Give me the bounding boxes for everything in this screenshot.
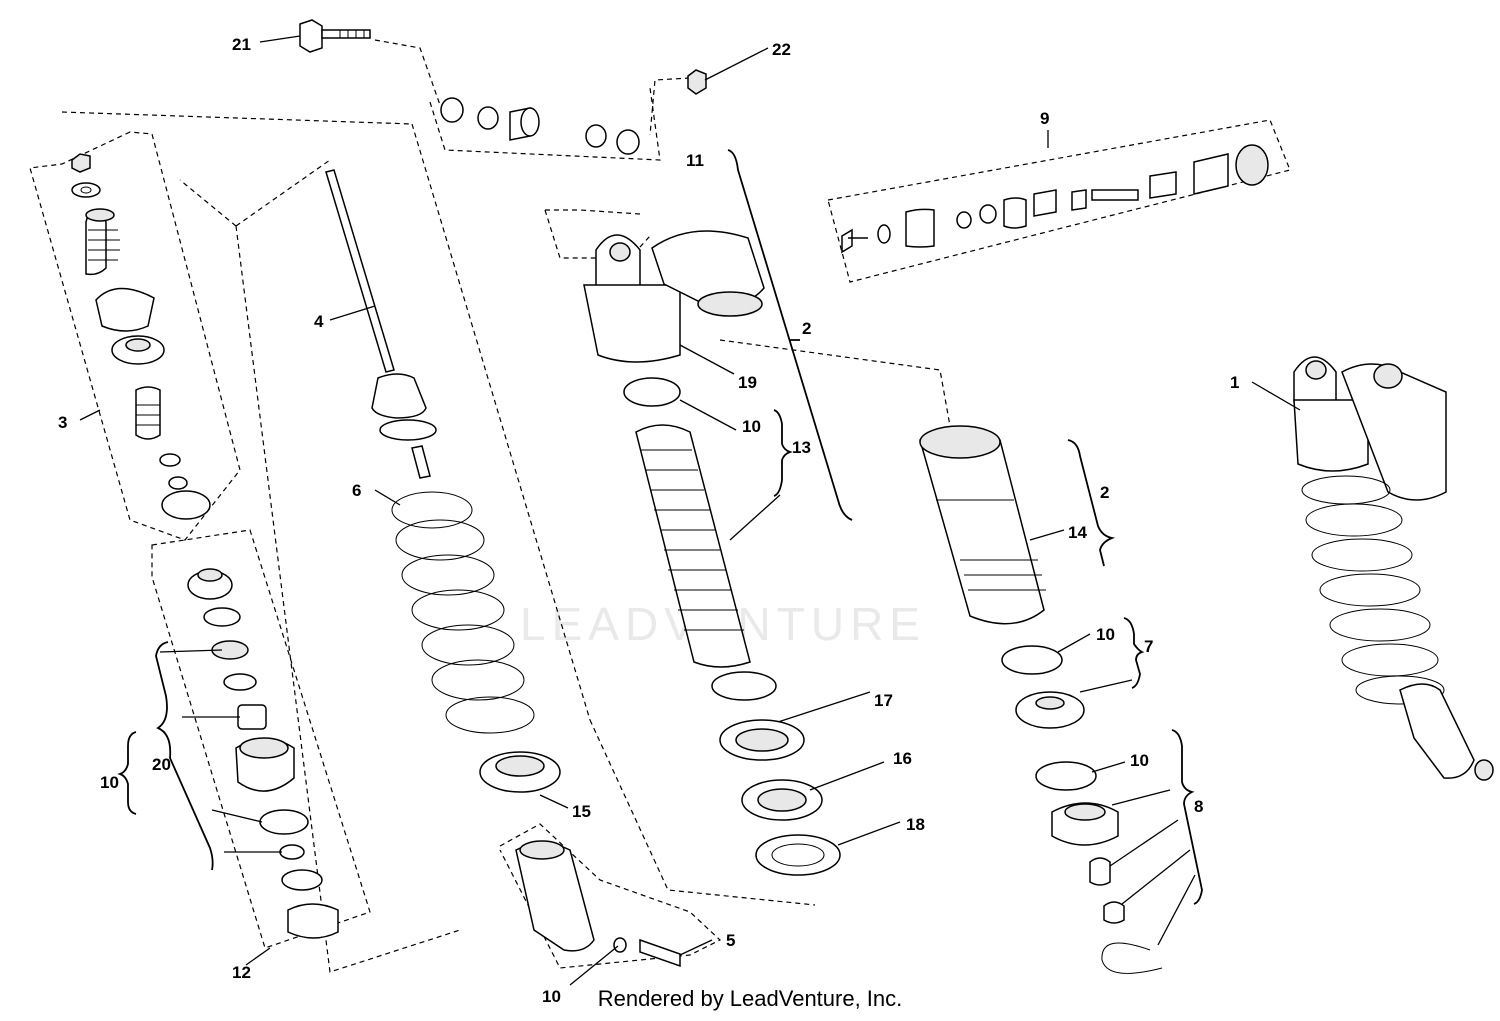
- brace-8: [1171, 729, 1203, 905]
- callout-10-left: 10: [100, 773, 119, 792]
- callout-5: 5: [726, 931, 735, 950]
- callout-18: 18: [906, 815, 925, 834]
- callout-6: 6: [352, 481, 361, 500]
- group-11-parts: [299, 19, 707, 155]
- callout-2-reservoir: 2: [1100, 483, 1109, 502]
- center-body-parts: [583, 230, 841, 876]
- group-9-parts: [841, 144, 1269, 254]
- callout-10-top: 10: [742, 417, 761, 436]
- callout-2-main: 2: [802, 319, 811, 338]
- callout-7: 7: [1144, 637, 1153, 656]
- brace-20: [155, 641, 214, 871]
- group-outline-3: [29, 111, 413, 541]
- group-outline-9: [827, 119, 1291, 283]
- callout-labels: 21 22 9 11 2 1 4 19 3 10 13 6 2 14 10 7 …: [58, 35, 1239, 1006]
- group-outline-4-spring: [179, 123, 591, 973]
- brace-2-main: [727, 149, 853, 521]
- callout-8: 8: [1194, 797, 1203, 816]
- callout-13: 13: [792, 438, 811, 457]
- callout-21: 21: [232, 35, 251, 54]
- callout-4: 4: [314, 312, 324, 331]
- callout-1: 1: [1230, 373, 1239, 392]
- brace-7: [1123, 617, 1145, 689]
- brace-13: [773, 409, 793, 497]
- group-outline-11: [429, 87, 661, 161]
- group-12-parts: [187, 568, 339, 939]
- callout-14: 14: [1068, 523, 1087, 542]
- callout-16: 16: [893, 749, 912, 768]
- assembled-shock-parts: [1293, 356, 1494, 781]
- braces: [117, 149, 1203, 905]
- brace-2-reservoir: [1067, 439, 1116, 567]
- group-outline-5: [499, 823, 722, 969]
- brace-10-left: [117, 731, 137, 815]
- callout-10-bottom: 10: [542, 987, 561, 1006]
- group-5-parts: [515, 840, 681, 968]
- callout-11: 11: [686, 151, 704, 170]
- callout-17: 17: [874, 691, 893, 710]
- callout-19: 19: [738, 373, 757, 392]
- callout-20: 20: [152, 755, 171, 774]
- group-outline-12: [151, 529, 371, 949]
- callout-3: 3: [58, 413, 67, 432]
- callout-10-mid: 10: [1096, 625, 1115, 644]
- group-outline-body: [544, 209, 651, 259]
- callout-12: 12: [232, 963, 251, 982]
- footer-credit: Rendered by LeadVenture, Inc.: [597, 986, 903, 1011]
- callout-9: 9: [1040, 109, 1049, 128]
- rod-spring-parts: [325, 169, 561, 793]
- leader-22-dash: [649, 77, 691, 136]
- reservoir-parts: [919, 425, 1163, 974]
- group-3-parts: [71, 153, 211, 520]
- callout-22: 22: [772, 40, 791, 59]
- leader-21-dash: [374, 39, 441, 106]
- leader-lines: [79, 35, 1301, 986]
- callout-15: 15: [572, 802, 591, 821]
- callout-10-right: 10: [1130, 751, 1149, 770]
